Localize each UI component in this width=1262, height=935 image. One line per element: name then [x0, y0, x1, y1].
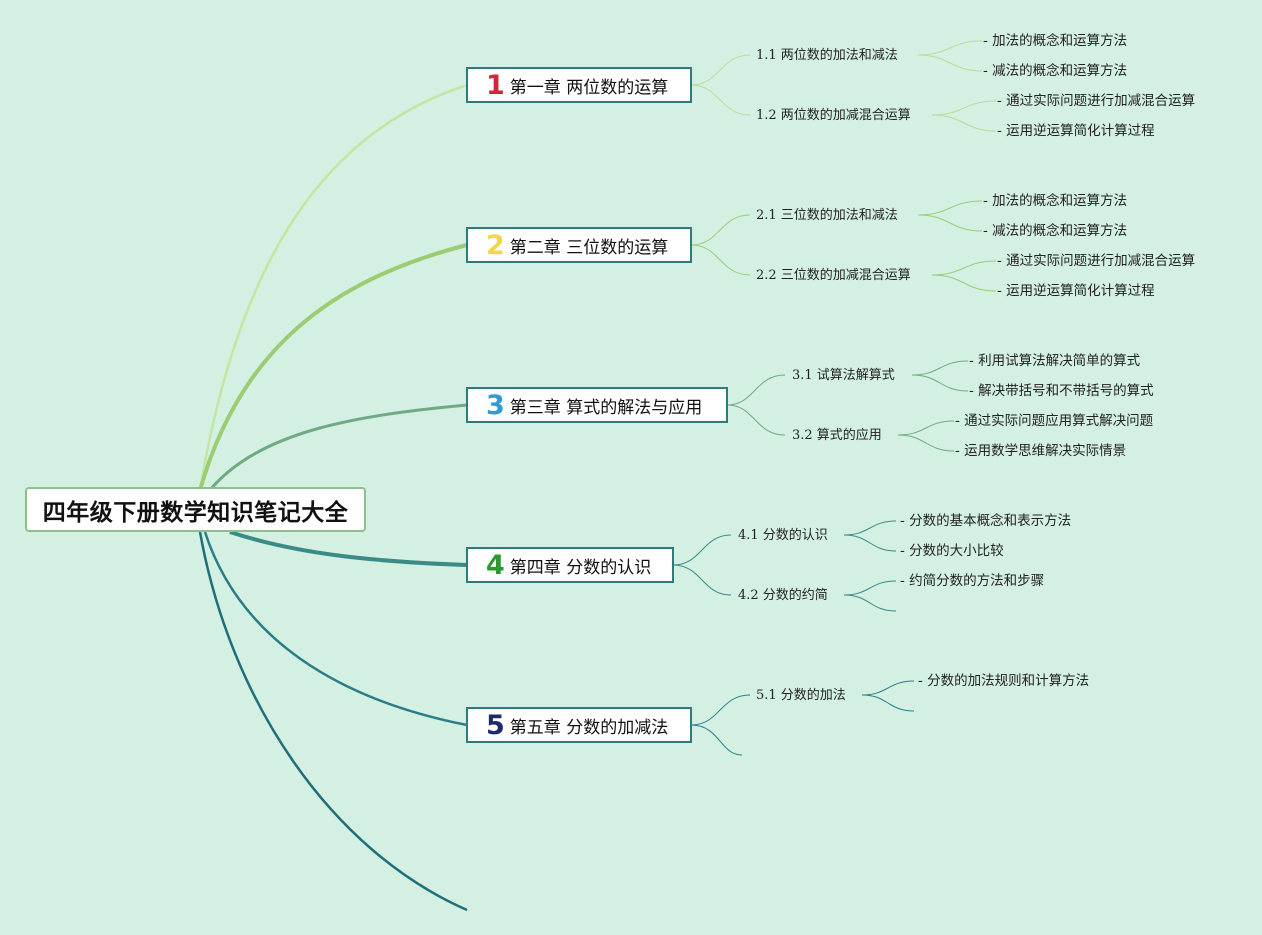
section-5-1[interactable]: 5.1 分数的加法	[756, 688, 846, 703]
chapter-1-number-icon: 1	[486, 69, 505, 101]
point-1-1-2[interactable]: - 减法的概念和运算方法	[983, 63, 1128, 79]
section-1-2[interactable]: 1.2 两位数的加减混合运算	[756, 108, 911, 123]
chapter-3-number-icon: 3	[486, 389, 505, 421]
point-4-2-1[interactable]: - 约简分数的方法和步骤	[900, 573, 1045, 589]
chapter-4-number-icon: 4	[486, 549, 505, 581]
point-4-1-1[interactable]: - 分数的基本概念和表示方法	[900, 513, 1072, 529]
root-title: 四年级下册数学知识笔记大全	[42, 499, 349, 526]
section-2-1[interactable]: 2.1 三位数的加法和减法	[756, 208, 898, 223]
chapter-1-title: 第一章 两位数的运算	[509, 77, 669, 98]
chapter-2-title: 第二章 三位数的运算	[509, 237, 669, 258]
point-2-2-2[interactable]: - 运用逆运算简化计算过程	[997, 283, 1155, 299]
branch-chapter-2	[198, 243, 468, 491]
chapter-5-node[interactable]: 5 第五章 分数的加减法	[466, 707, 692, 743]
chapter-1-node[interactable]: 1 第一章 两位数的运算	[466, 67, 692, 103]
point-1-1-1[interactable]: - 加法的概念和运算方法	[983, 33, 1128, 49]
section-3-1[interactable]: 3.1 试算法解算式	[792, 368, 895, 383]
root-node[interactable]: 四年级下册数学知识笔记大全	[25, 487, 366, 532]
branch-chapter-5	[203, 531, 468, 727]
chapter-2-node[interactable]: 2 第二章 三位数的运算	[466, 227, 692, 263]
point-2-1-1[interactable]: - 加法的概念和运算方法	[983, 193, 1128, 209]
point-5-1-1[interactable]: - 分数的加法规则和计算方法	[918, 673, 1090, 689]
branch-chapter-1	[198, 83, 468, 491]
chapter-5-number-icon: 5	[486, 709, 505, 741]
point-3-1-2[interactable]: - 解决带括号和不带括号的算式	[969, 383, 1154, 399]
section-4-2[interactable]: 4.2 分数的约简	[738, 588, 828, 603]
chapter-5-title: 第五章 分数的加减法	[509, 717, 669, 738]
point-1-2-2[interactable]: - 运用逆运算简化计算过程	[997, 123, 1155, 139]
point-4-1-2[interactable]: - 分数的大小比较	[900, 543, 1004, 559]
branch-chapter-4	[229, 530, 468, 567]
branch-extra	[198, 531, 468, 912]
section-3-2[interactable]: 3.2 算式的应用	[792, 428, 882, 443]
section-1-1[interactable]: 1.1 两位数的加法和减法	[756, 48, 898, 63]
chapter-3-node[interactable]: 3 第三章 算式的解法与应用	[466, 387, 728, 423]
chapter-2-number-icon: 2	[486, 229, 505, 261]
point-3-1-1[interactable]: - 利用试算法解决简单的算式	[969, 353, 1141, 369]
point-1-2-1[interactable]: - 通过实际问题进行加减混合运算	[997, 93, 1196, 109]
chapter-4-node[interactable]: 4 第四章 分数的认识	[466, 547, 674, 583]
point-3-2-1[interactable]: - 通过实际问题应用算式解决问题	[955, 413, 1154, 429]
chapter-3-title: 第三章 算式的解法与应用	[509, 397, 703, 418]
section-2-2[interactable]: 2.2 三位数的加减混合运算	[756, 268, 911, 283]
point-2-1-2[interactable]: - 减法的概念和运算方法	[983, 223, 1128, 239]
chapter-4-title: 第四章 分数的认识	[509, 557, 652, 578]
section-4-1[interactable]: 4.1 分数的认识	[738, 528, 828, 543]
point-3-2-2[interactable]: - 运用数学思维解决实际情景	[955, 443, 1127, 459]
branch-chapter-3	[208, 403, 468, 491]
point-2-2-1[interactable]: - 通过实际问题进行加减混合运算	[997, 253, 1196, 269]
